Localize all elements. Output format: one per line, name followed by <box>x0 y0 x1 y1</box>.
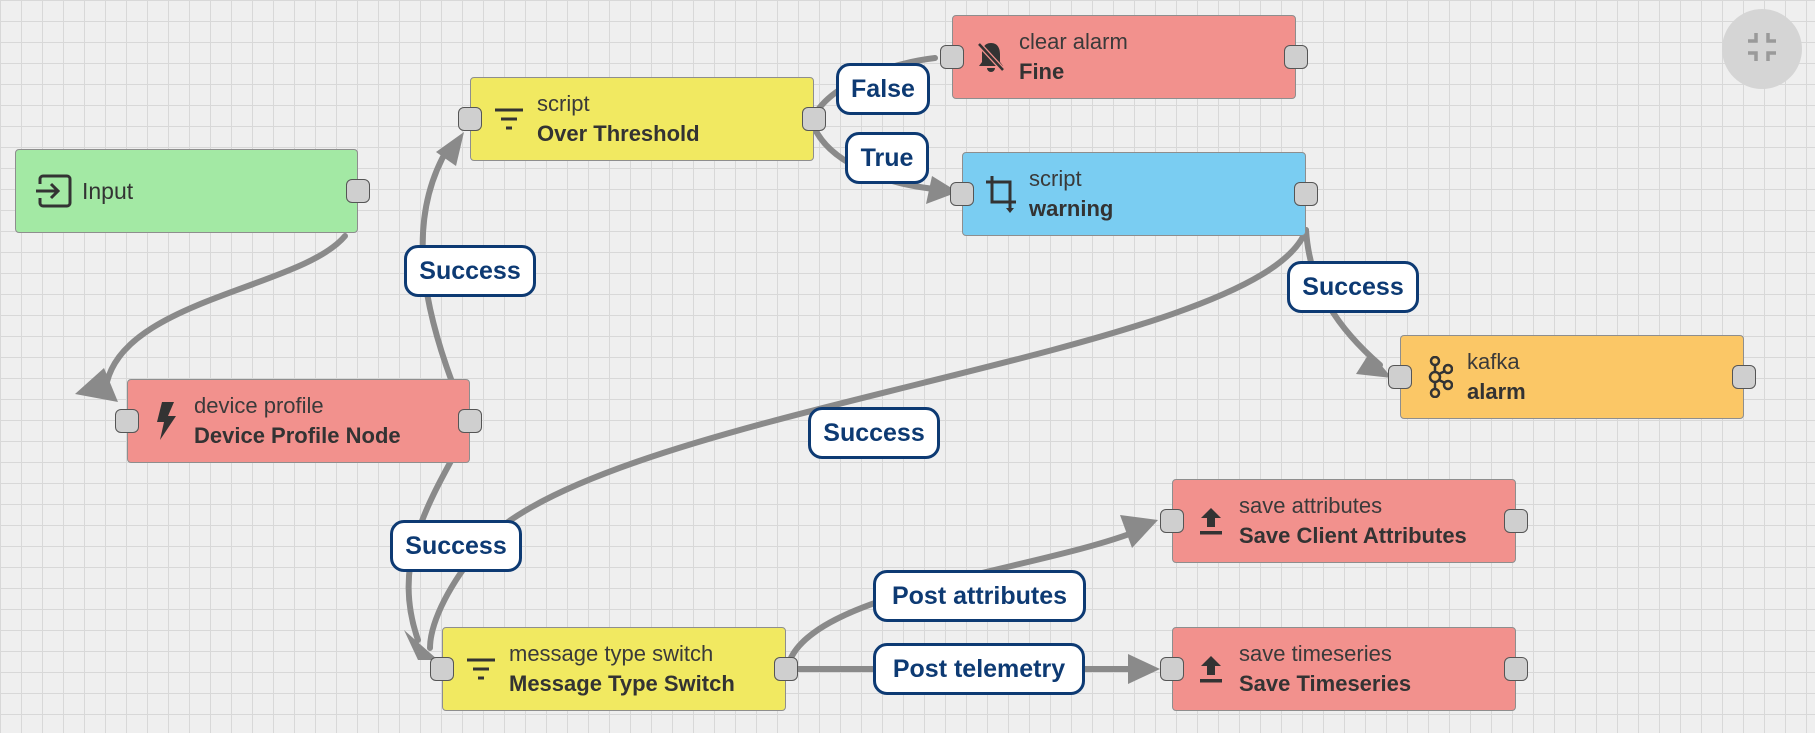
node-name: alarm <box>1467 379 1526 404</box>
node-script-warning[interactable]: script warning <box>950 152 1318 236</box>
link-label-success[interactable]: Success <box>390 520 522 572</box>
connection-input-device-profile <box>102 233 348 398</box>
arrowhead <box>404 630 438 660</box>
arrowhead <box>75 368 118 402</box>
node-clear-alarm[interactable]: clear alarm Fine <box>940 15 1308 99</box>
input-port[interactable] <box>115 409 139 433</box>
node-name: Save Timeseries <box>1239 671 1412 696</box>
link-label-success[interactable]: Success <box>1287 261 1419 313</box>
node-type: script <box>1029 166 1082 191</box>
output-port[interactable] <box>458 409 482 433</box>
output-port[interactable] <box>774 657 798 681</box>
node-type: clear alarm <box>1019 29 1128 54</box>
node-name: Device Profile Node <box>194 423 401 448</box>
node-kafka[interactable]: kafka alarm <box>1388 335 1756 419</box>
output-port[interactable] <box>1732 365 1756 389</box>
upload-icon <box>1191 649 1231 689</box>
input-port[interactable] <box>430 657 454 681</box>
output-port[interactable] <box>1504 509 1528 533</box>
input-port[interactable] <box>950 182 974 206</box>
filter-icon <box>461 649 501 689</box>
node-name: Save Client Attributes <box>1239 523 1467 548</box>
input-port[interactable] <box>1388 365 1412 389</box>
link-label-success[interactable]: Success <box>404 245 536 297</box>
node-label: Input <box>82 177 134 204</box>
node-name: Fine <box>1019 59 1065 84</box>
arrowhead <box>1356 352 1392 378</box>
node-name: Message Type Switch <box>509 671 735 696</box>
link-label-false[interactable]: False <box>836 63 930 115</box>
node-device-profile[interactable]: device profile Device Profile Node <box>115 379 482 463</box>
output-port[interactable] <box>1284 45 1308 69</box>
node-input[interactable]: Input <box>15 149 370 233</box>
output-port[interactable] <box>1504 657 1528 681</box>
node-save-timeseries[interactable]: save timeseries Save Timeseries <box>1160 627 1528 711</box>
link-label-success[interactable]: Success <box>808 407 940 459</box>
node-type: script <box>537 91 590 116</box>
output-port[interactable] <box>1294 182 1318 206</box>
arrowhead <box>436 132 464 166</box>
output-port[interactable] <box>346 179 370 203</box>
node-type: save timeseries <box>1239 641 1392 666</box>
link-label-true[interactable]: True <box>845 132 929 184</box>
connection-warning-switch <box>427 227 1309 651</box>
arrowhead <box>926 176 958 204</box>
input-port[interactable] <box>1160 657 1184 681</box>
node-name: Over Threshold <box>537 121 700 146</box>
node-type: device profile <box>194 393 324 418</box>
node-save-attributes[interactable]: save attributes Save Client Attributes <box>1160 479 1528 563</box>
arrowhead <box>1128 654 1160 684</box>
node-message-type-switch[interactable]: message type switch Message Type Switch <box>430 627 798 711</box>
node-script-over-threshold[interactable]: script Over Threshold <box>458 77 826 161</box>
alarm-off-icon <box>971 37 1011 77</box>
output-port[interactable] <box>802 107 826 131</box>
kafka-icon <box>1419 356 1459 398</box>
node-type: message type switch <box>509 641 714 666</box>
input-port[interactable] <box>940 45 964 69</box>
link-label-post-attributes[interactable]: Post attributes <box>873 570 1086 622</box>
lightning-icon <box>146 401 186 441</box>
node-type: save attributes <box>1239 493 1383 518</box>
node-name: warning <box>1029 196 1114 221</box>
fullscreen-exit-button[interactable] <box>1722 9 1802 89</box>
fullscreen-exit-icon <box>1745 30 1779 69</box>
upload-icon <box>1191 501 1231 541</box>
filter-icon <box>489 99 529 139</box>
arrowhead <box>1120 515 1158 548</box>
node-type: kafka <box>1467 349 1520 374</box>
input-port[interactable] <box>1160 509 1184 533</box>
input-icon <box>34 171 74 211</box>
link-label-post-telemetry[interactable]: Post telemetry <box>873 643 1085 695</box>
input-port[interactable] <box>458 107 482 131</box>
crop-icon <box>981 174 1021 214</box>
